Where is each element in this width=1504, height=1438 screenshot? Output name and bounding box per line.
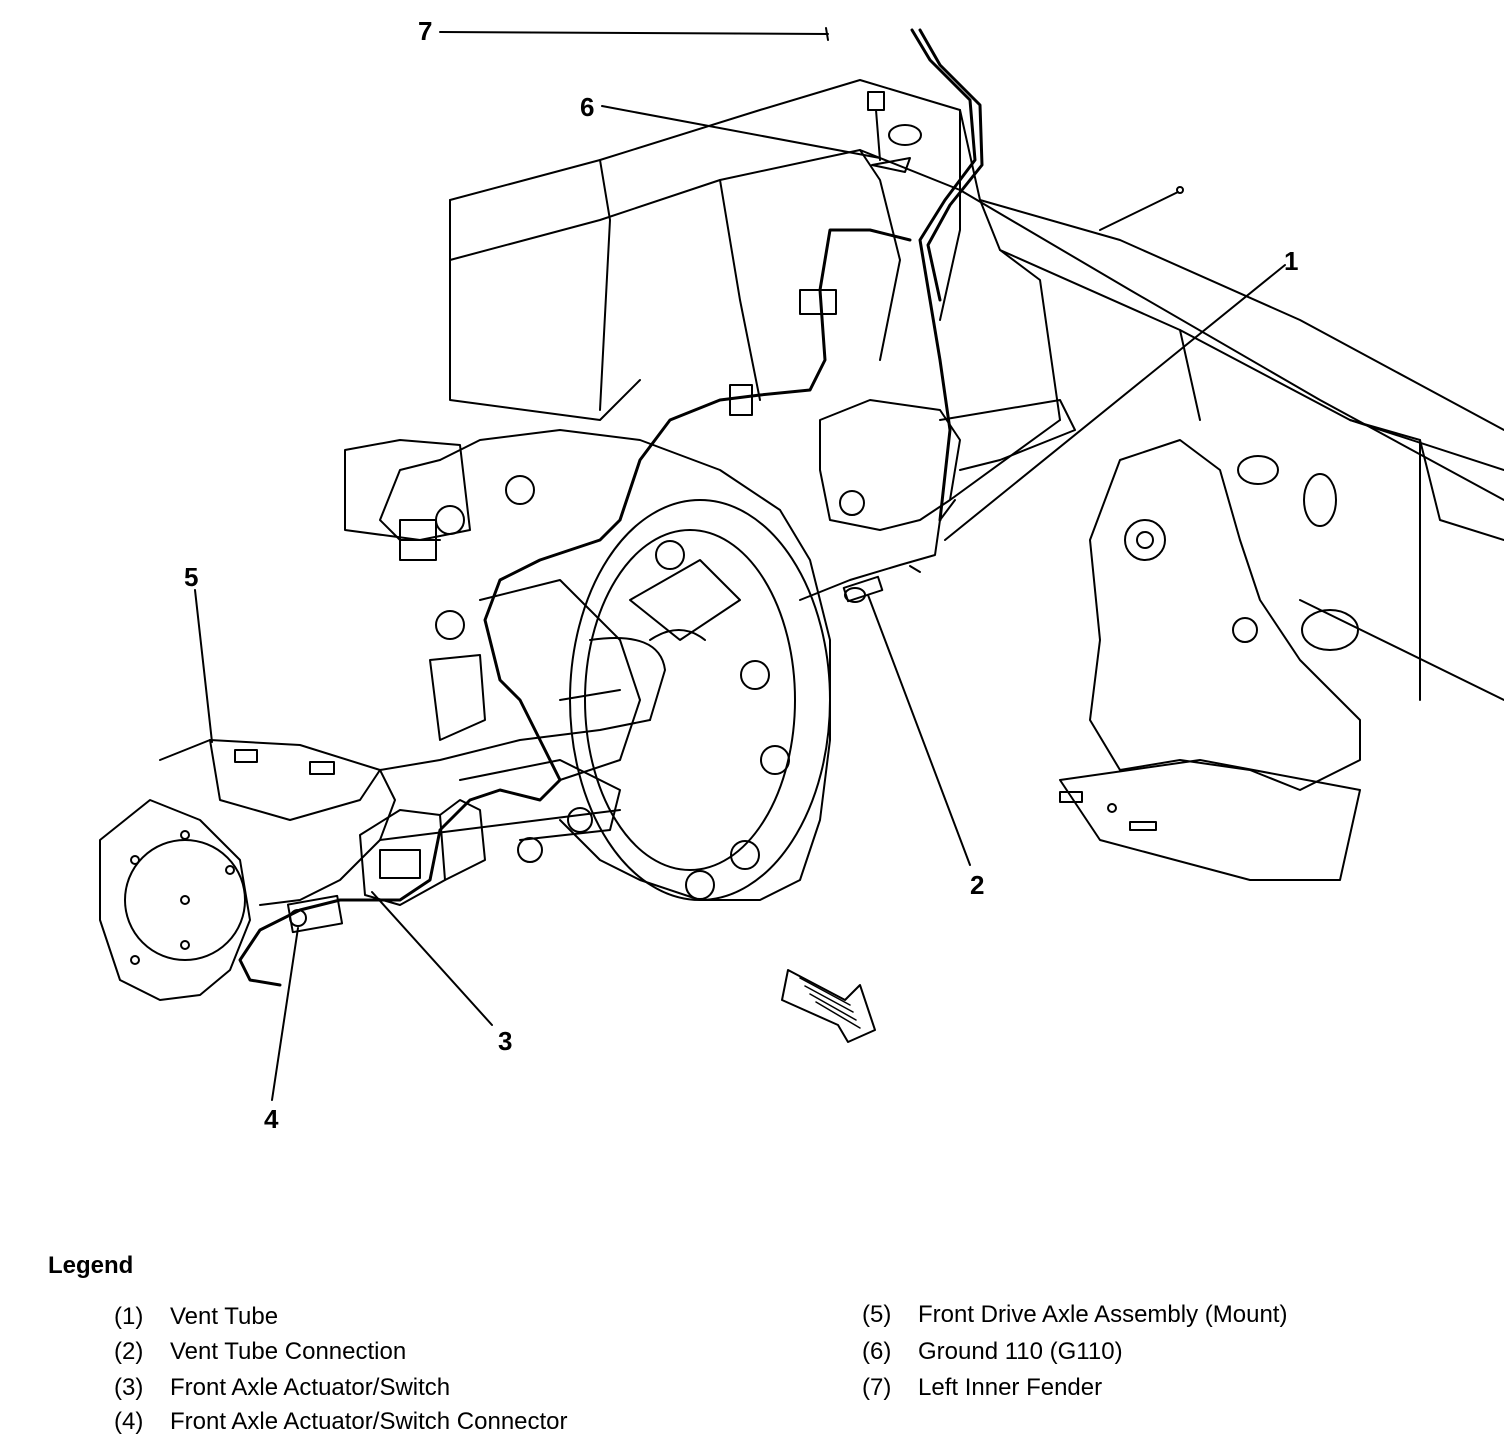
callout-5: 5 [184,562,199,592]
vent-tube [799,499,956,603]
harness-clip [729,289,837,416]
frame-rail [449,79,1504,701]
ground-bolt [867,91,922,173]
callout-7: 7 [418,16,433,46]
legend-item-2: (2) Vent Tube Connection [114,1340,406,1364]
legend-item-label: Front Axle Actuator/Switch [170,1374,451,1401]
legend-item-label: Front Drive Axle Assembly (Mount) [918,1301,1288,1328]
leader-4 [271,927,299,1101]
legend-item-label: Vent Tube [170,1303,279,1330]
front-direction-arrow [781,969,876,1043]
callout-3: 3 [498,1026,513,1056]
steering-knuckle [1059,439,1361,881]
legend-item-label: Ground 110 (G110) [918,1338,1123,1365]
legend-title: Legend [48,1252,134,1279]
axle-tube [379,637,666,841]
legend-item-5: (5) Front Drive Axle Assembly (Mount) [862,1303,1287,1327]
mount-bracket [819,399,1076,531]
wiring-harness [238,28,984,987]
leader-5 [194,589,213,743]
leader-1 [944,264,1286,541]
leader-6 [601,105,881,159]
leader-7 [439,31,829,35]
legend-item-7: (7) Left Inner Fender [862,1376,1102,1400]
callout-4: 4 [264,1104,279,1134]
actuator-connector [286,894,344,934]
front-axle-mount [99,739,396,1001]
legend-item-label: Left Inner Fender [918,1374,1103,1401]
legend-item-number: (5) [862,1301,892,1328]
legend-item-number: (4) [114,1408,144,1435]
legend-item-6: (6) Ground 110 (G110) [862,1340,1123,1364]
callout-1: 1 [1284,246,1299,276]
leader-3 [371,891,493,1026]
legend-item-number: (6) [862,1338,892,1365]
leader-2 [867,594,971,866]
callout-6: 6 [580,92,595,122]
legend-item-label: Vent Tube Connection [170,1338,407,1365]
actuator-switch [359,799,486,906]
legend-item-label: Front Axle Actuator/Switch Connector [170,1408,568,1435]
legend-item-1: (1) Vent Tube [114,1305,278,1329]
legend-item-4: (4) Front Axle Actuator/Switch Connector [114,1410,568,1434]
leader-fender [1099,191,1179,231]
legend-item-number: (2) [114,1338,144,1365]
legend-item-number: (3) [114,1374,144,1401]
legend-item-number: (1) [114,1303,144,1330]
legend-item-number: (7) [862,1374,892,1401]
callout-2: 2 [970,870,985,900]
leader-lines [194,27,1286,1101]
differential-housing [344,429,831,901]
legend-item-3: (3) Front Axle Actuator/Switch [114,1376,450,1400]
axle-assembly-drawing [99,27,1504,1101]
